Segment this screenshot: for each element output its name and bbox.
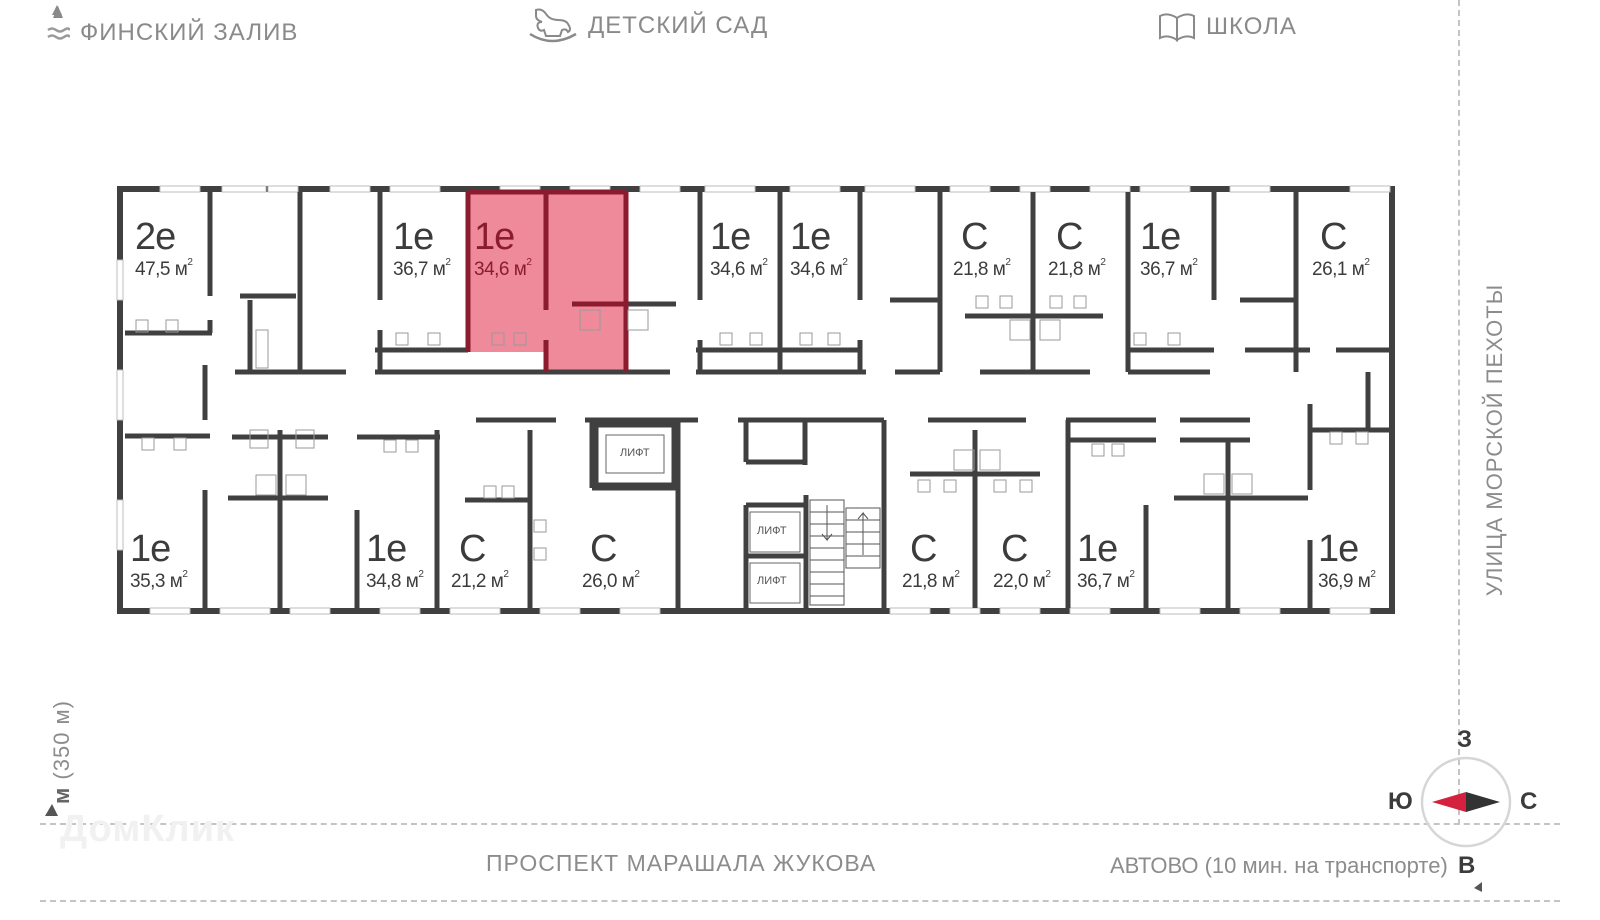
unit-1e-35-3[interactable]: 1е 35,3 м2	[130, 528, 188, 592]
compass-west-label: З	[1457, 726, 1473, 753]
unit-studio-22-0[interactable]: С 22,0 м2	[993, 528, 1051, 592]
unit-1e-36-7[interactable]: 1е 36,7 м2	[393, 216, 451, 280]
metro-distance-left: м (350 м)	[49, 699, 74, 805]
street-bottom: ПРОСПЕКТ МАРАШАЛА ЖУКОВА	[486, 850, 877, 876]
street-boundary-east	[1458, 0, 1460, 825]
street-boundary-south-inner	[40, 823, 1560, 825]
metro-avtovo: АВТОВО (10 мин. на транспорте)	[1110, 853, 1448, 878]
compass-rose	[1420, 756, 1512, 848]
landmark-gulf-label: ФИНСКИЙ ЗАЛИВ	[80, 19, 299, 46]
unit-1e-36-7[interactable]: 1е 36,7 м2	[1077, 528, 1135, 592]
unit-1e-34-6-selected[interactable]: 1е 34,6 м2	[474, 216, 532, 280]
unit-studio-26-0[interactable]: С 26,0 м2	[582, 528, 640, 592]
street-right: УЛИЦА МОРСКОЙ ПЕХОТЫ	[1482, 283, 1507, 597]
landmark-kindergarten: ДЕТСКИЙ САД	[528, 6, 768, 46]
street-boundary-south-outer	[40, 900, 1560, 902]
unit-2e-47-5[interactable]: 2е 47,5 м2	[135, 216, 193, 280]
rocking-horse-icon	[528, 6, 578, 46]
watermark-logo: ДомКлик	[60, 808, 236, 850]
landmark-school: ШКОЛА	[1158, 12, 1297, 42]
compass-south-label: Ю	[1388, 788, 1413, 815]
lift-shafts	[593, 422, 801, 604]
unit-1e-34-6[interactable]: 1е 34,6 м2	[710, 216, 768, 280]
unit-studio-26-1[interactable]: С 26,1 м2	[1312, 216, 1370, 280]
landmark-gulf: ФИНСКИЙ ЗАЛИВ	[46, 4, 298, 48]
unit-1e-36-7[interactable]: 1е 36,7 м2	[1140, 216, 1198, 280]
landmark-school-label: ШКОЛА	[1206, 13, 1297, 40]
lift-label: ЛИФТ	[757, 525, 787, 537]
fixtures	[135, 295, 1369, 561]
open-book-icon	[1158, 12, 1196, 42]
unit-1e-36-9[interactable]: 1е 36,9 м2	[1318, 528, 1376, 592]
unit-studio-21-8[interactable]: С 21,8 м2	[953, 216, 1011, 280]
lift-label: ЛИФТ	[757, 575, 787, 587]
lift-label: ЛИФТ	[620, 447, 650, 459]
landmark-kindergarten-label: ДЕТСКИЙ САД	[588, 12, 769, 39]
metro-direction-east-icon	[1474, 882, 1482, 892]
compass-east-label: В	[1458, 852, 1476, 879]
unit-studio-21-8[interactable]: С 21,8 м2	[1048, 216, 1106, 280]
stairs	[809, 499, 881, 606]
unit-studio-21-2[interactable]: С 21,2 м2	[451, 528, 509, 592]
metro-direction-icon	[45, 804, 58, 816]
compass-north-label: С	[1520, 788, 1538, 815]
unit-1e-34-8[interactable]: 1е 34,8 м2	[366, 528, 424, 592]
unit-studio-21-8[interactable]: С 21,8 м2	[902, 528, 960, 592]
unit-1e-34-6[interactable]: 1е 34,6 м2	[790, 216, 848, 280]
